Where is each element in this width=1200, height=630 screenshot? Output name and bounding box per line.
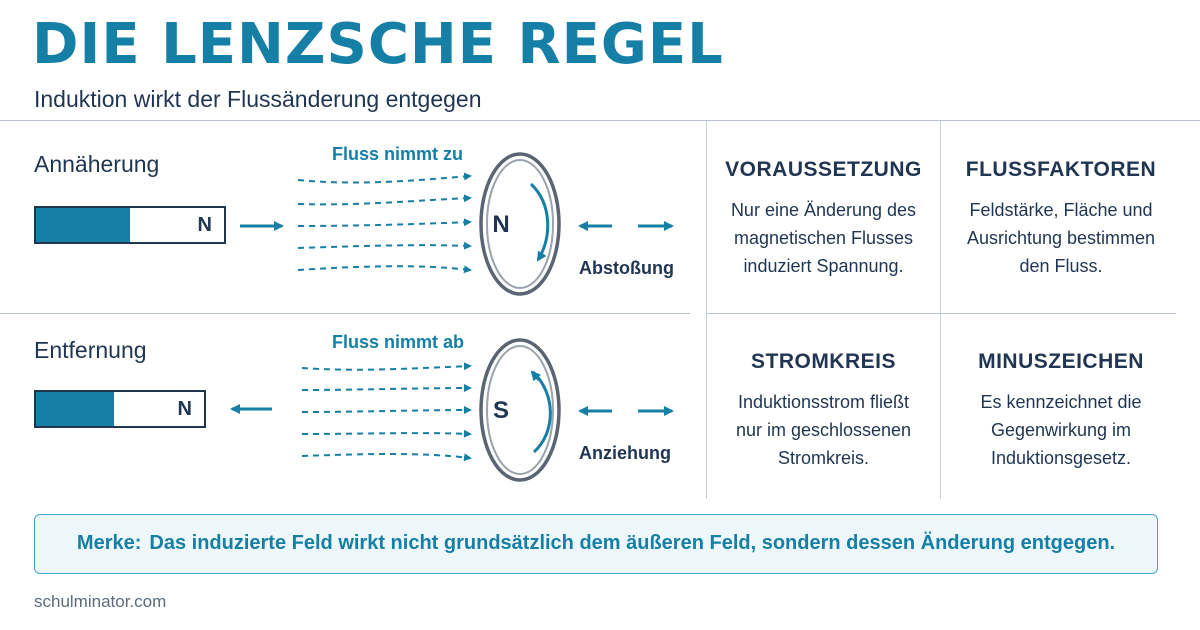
magnet-south-half	[36, 208, 130, 242]
removal-coil-ring	[479, 338, 561, 482]
memo-box: Merke: Das induzierte Feld wirkt nicht gr…	[34, 514, 1158, 574]
header-divider	[0, 120, 1200, 121]
removal-current-arrow	[530, 370, 552, 454]
flux-label-decrease: Fluss nimmt ab	[332, 332, 465, 352]
memo-lead: Merke:	[76, 532, 142, 554]
approach-current-arrow	[529, 182, 550, 262]
ring-pole-label-approach: N	[492, 211, 510, 238]
page-subtitle: Induktion wirkt der Flussänderung entgeg…	[34, 86, 482, 112]
page-title: DIE LENZSCHE REGEL	[32, 12, 724, 77]
card-title: VORAUSSETZUNG	[725, 158, 922, 181]
card-minuszeichen: MINUSZEICHEN Es kennzeichnet die Gegenwi…	[941, 350, 1181, 472]
card-line: Stromkreis.	[777, 448, 869, 468]
cards-middle-divider	[940, 121, 941, 499]
card-line: magnetischen Flusses	[733, 228, 914, 248]
footer-source: schulminator.com	[34, 592, 167, 611]
card-line: Feldstärke, Fläche und	[969, 200, 1153, 220]
card-body: Nur eine Änderung des magnetischen Fluss…	[707, 196, 940, 280]
card-title: STROMKREIS	[750, 350, 896, 373]
effect-label-attraction: Anziehung	[579, 443, 671, 463]
card-body: Es kennzeichnet die Gegenwirkung im Indu…	[941, 388, 1181, 472]
card-line: Nur eine Änderung des	[730, 200, 917, 220]
card-stromkreis: STROMKREIS Induktionsstrom fließt nur im…	[707, 350, 940, 472]
card-line: induziert Spannung.	[743, 256, 904, 276]
magnet-north-pole-label: N	[197, 214, 212, 236]
ring-pole-label-removal: S	[492, 397, 509, 424]
bar-magnet-approach: N	[34, 206, 226, 244]
card-line: Ausrichtung bestimmen	[966, 228, 1156, 248]
card-line: Es kennzeichnet die	[980, 392, 1142, 412]
card-line: den Fluss.	[1019, 256, 1103, 276]
scenario-label-approach: Annäherung	[34, 151, 160, 177]
removal-flux-lines	[301, 362, 472, 462]
scenario-divider	[0, 313, 690, 314]
memo-text: Das induzierte Feld wirkt nicht grundsät…	[149, 532, 1116, 554]
card-body: Induktionsstrom fließt nur im geschlosse…	[707, 388, 940, 472]
magnet-north-pole-label: N	[177, 398, 192, 420]
card-title: MINUSZEICHEN	[978, 350, 1144, 373]
flux-label-increase: Fluss nimmt zu	[332, 144, 464, 164]
card-voraussetzung: VORAUSSETZUNG Nur eine Änderung des magn…	[707, 158, 940, 280]
card-line: Induktionsstrom fließt	[737, 392, 910, 412]
card-line: Induktionsgesetz.	[990, 448, 1132, 468]
cards-divider	[706, 313, 1176, 314]
card-line: nur im geschlossenen	[735, 420, 912, 440]
approach-coil-ring	[479, 152, 561, 296]
card-body: Feldstärke, Fläche und Ausrichtung besti…	[941, 196, 1181, 280]
card-flussfaktoren: FLUSSFAKTOREN Feldstärke, Fläche und Aus…	[941, 158, 1181, 280]
magnet-south-half	[36, 392, 114, 426]
effect-label-repulsion: Abstoßung	[579, 258, 674, 278]
card-line: Gegenwirkung im	[990, 420, 1132, 440]
bar-magnet-removal: N	[34, 390, 206, 428]
cards-left-divider	[706, 121, 707, 499]
card-title: FLUSSFAKTOREN	[965, 158, 1157, 181]
scenario-label-removal: Entfernung	[34, 337, 147, 363]
approach-flux-lines	[297, 172, 472, 274]
